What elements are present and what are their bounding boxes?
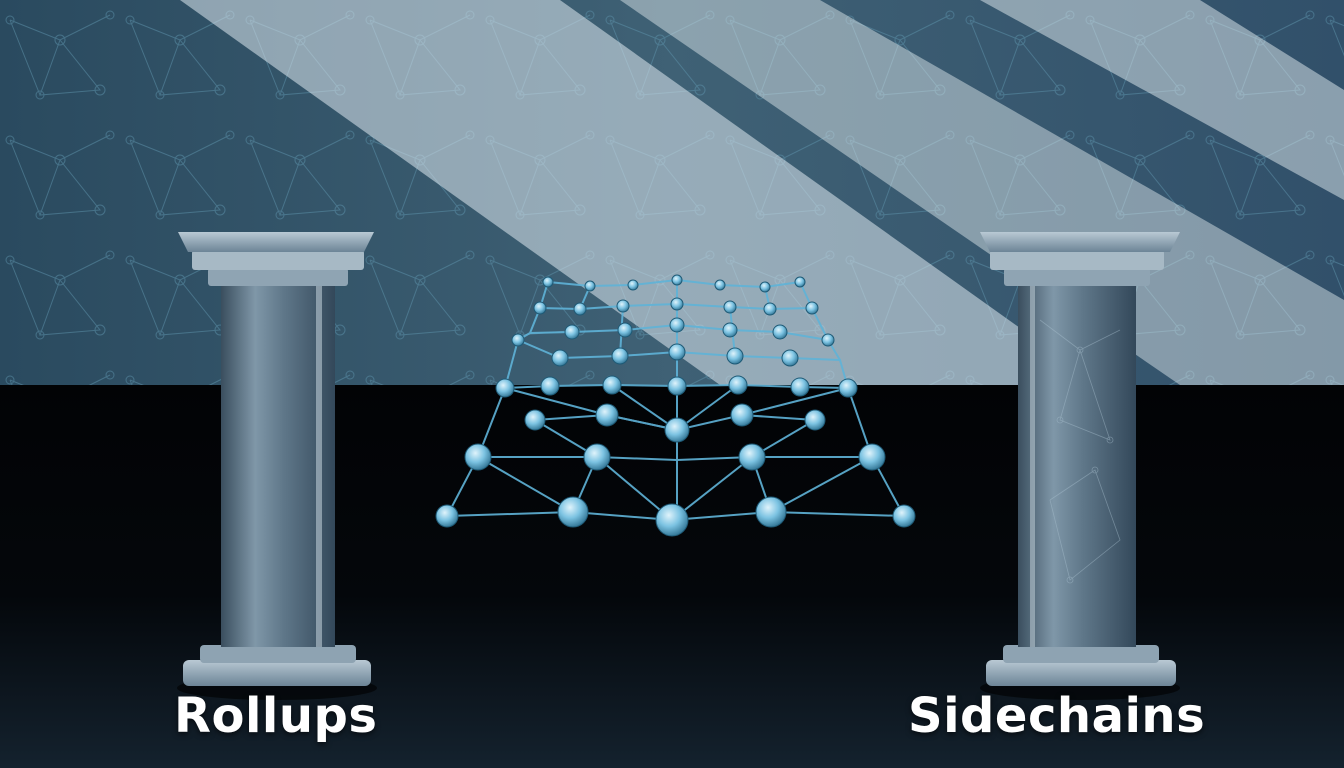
left-pillar xyxy=(177,232,377,700)
network-nodes xyxy=(435,274,916,537)
sidechains-label: Sidechains xyxy=(908,688,1206,744)
right-pillar xyxy=(980,232,1180,700)
rollups-label: Rollups xyxy=(174,688,378,744)
